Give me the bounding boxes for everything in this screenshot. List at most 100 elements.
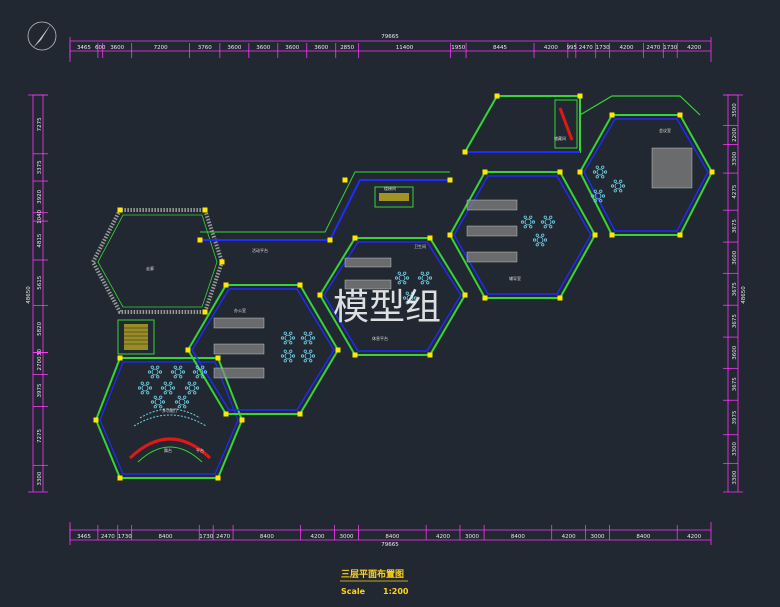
chair — [173, 375, 177, 379]
left-segment-label: 3920 — [37, 189, 43, 203]
top-segment-label: 600 — [95, 45, 106, 51]
chair — [541, 243, 545, 247]
bottom-segment-label: 3000 — [465, 534, 479, 540]
chair — [291, 336, 296, 340]
left-total-dimension: 48650 — [26, 286, 32, 304]
right-segment-label: 3500 — [732, 103, 738, 117]
chair — [394, 276, 399, 280]
bottom-total-dimension: 79665 — [381, 542, 399, 548]
chair — [426, 281, 430, 285]
top-segment-label: 3600 — [314, 45, 328, 51]
room-label: 会议室 — [659, 127, 671, 133]
chair — [195, 386, 200, 390]
top-segment-label: 3600 — [256, 45, 270, 51]
bottom-segment-label: 1730 — [118, 534, 132, 540]
chair — [173, 365, 177, 369]
room-label: 舞台 — [164, 447, 172, 453]
chair — [613, 189, 617, 193]
chair — [543, 225, 547, 229]
column-marker — [494, 93, 500, 99]
bottom-segment-label: 4200 — [687, 534, 701, 540]
chair — [541, 233, 545, 237]
bottom-segment-label: 8400 — [385, 534, 399, 540]
room-label: 走廊 — [146, 265, 154, 271]
right-segment-label: 3300 — [732, 442, 738, 456]
column-marker — [577, 169, 583, 175]
column-marker — [677, 112, 683, 118]
column-marker — [117, 475, 123, 481]
chair — [179, 365, 183, 369]
bottom-segment-label: 8400 — [511, 534, 525, 540]
column-marker — [427, 235, 433, 241]
round-table — [304, 334, 312, 342]
right-segment-label: 4275 — [732, 184, 738, 198]
left-segment-label: 3975 — [37, 383, 43, 397]
chair — [535, 233, 539, 237]
round-table — [421, 274, 429, 282]
chair — [619, 189, 623, 193]
right-segment-label: 3300 — [732, 470, 738, 484]
room-label: 活动平台 — [252, 247, 268, 253]
chair — [311, 336, 316, 340]
round-table — [174, 368, 182, 376]
hexagon-right-center — [448, 171, 597, 299]
chair — [520, 220, 525, 224]
column-marker — [219, 259, 225, 265]
chair — [403, 271, 407, 275]
chair — [595, 165, 599, 169]
chair — [599, 199, 603, 203]
round-table — [406, 294, 414, 302]
chair — [535, 243, 539, 247]
corridor-upper — [200, 171, 450, 241]
left-segment-label: 1040 — [37, 209, 43, 223]
top-segment-label: 11400 — [396, 45, 414, 51]
chair — [601, 175, 605, 179]
top-segment-label: 1730 — [596, 45, 610, 51]
round-table — [614, 182, 622, 190]
chair — [177, 395, 181, 399]
bottom-segment-label: 8400 — [636, 534, 650, 540]
column-marker — [317, 292, 323, 298]
chair — [529, 215, 533, 219]
chair — [140, 391, 144, 395]
room-label: 多功能厅 — [162, 407, 178, 413]
top-total-dimension: 79665 — [381, 34, 399, 40]
top-segment-label: 3465 — [77, 45, 91, 51]
round-table — [596, 168, 604, 176]
chair — [174, 400, 179, 404]
round-table — [188, 384, 196, 392]
bottom-segment-label: 2470 — [216, 534, 230, 540]
column-marker — [462, 292, 468, 298]
round-table — [524, 218, 532, 226]
column-marker — [462, 149, 468, 155]
left-segment-label: 7275 — [37, 428, 43, 442]
watermark-text: 模型组 — [333, 287, 441, 328]
column-marker — [93, 417, 99, 423]
chair — [529, 225, 533, 229]
room-label: 休息平台 — [372, 335, 388, 341]
chair — [163, 381, 167, 385]
room-label: 平台 — [196, 447, 204, 453]
chair — [540, 220, 545, 224]
chair — [592, 170, 597, 174]
top-segment-label: 2470 — [579, 45, 593, 51]
chair — [193, 391, 197, 395]
column-marker — [185, 347, 191, 353]
chair — [523, 225, 527, 229]
round-table — [304, 352, 312, 360]
column-marker — [609, 112, 615, 118]
chair — [161, 400, 166, 404]
chair — [610, 184, 615, 188]
top-segment-label: 4200 — [544, 45, 558, 51]
column-marker — [447, 177, 453, 183]
left-segment-label: 3300 — [37, 471, 43, 485]
chair — [177, 405, 181, 409]
chair — [619, 179, 623, 183]
top-segment-label: 8445 — [493, 45, 507, 51]
chair — [187, 381, 191, 385]
right-segment-label: 3600 — [732, 345, 738, 359]
chair — [289, 359, 293, 363]
column-marker — [215, 475, 221, 481]
chair — [171, 386, 176, 390]
column-marker — [117, 355, 123, 361]
